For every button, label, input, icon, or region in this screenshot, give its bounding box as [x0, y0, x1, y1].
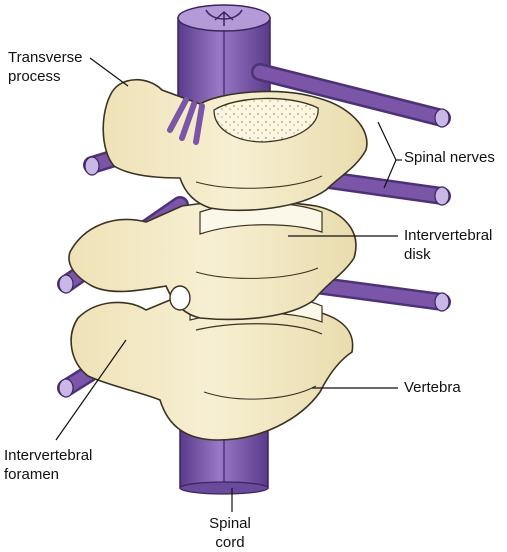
vertebra-middle	[68, 200, 357, 321]
label-intervertebral-disk-line2: disk	[404, 246, 431, 263]
label-intervertebral-disk: Intervertebral disk	[404, 226, 492, 264]
label-spinal-nerves: Spinal nerves	[404, 148, 495, 167]
label-transverse-process-line1: Transverse	[8, 49, 83, 66]
label-intervertebral-foramen-line1: Intervertebral	[4, 447, 93, 464]
leader-spinal-nerves	[377, 121, 397, 189]
leader-lines	[55, 57, 402, 512]
label-transverse-process: Transverse process	[8, 48, 82, 86]
label-intervertebral-foramen-line2: foramen	[4, 466, 60, 483]
label-transverse-process-line2: process	[8, 68, 61, 85]
label-vertebra-text: Vertebra	[404, 379, 461, 396]
label-spinal-cord: Spinal cord	[200, 514, 260, 552]
label-intervertebral-disk-line1: Intervertebral	[404, 227, 493, 244]
vertebra-upper	[102, 79, 368, 212]
leader-intervertebral-foramen	[55, 339, 127, 441]
leader-transverse-process	[89, 57, 129, 87]
label-spinal-cord-line2: cord	[215, 534, 245, 551]
nerve-rootlets	[167, 97, 205, 145]
label-spinal-cord-line1: Spinal	[209, 515, 251, 532]
label-intervertebral-foramen: Intervertebral foramen	[4, 446, 92, 484]
label-vertebra: Vertebra	[404, 378, 461, 397]
label-spinal-nerves-text: Spinal nerves	[404, 149, 495, 166]
